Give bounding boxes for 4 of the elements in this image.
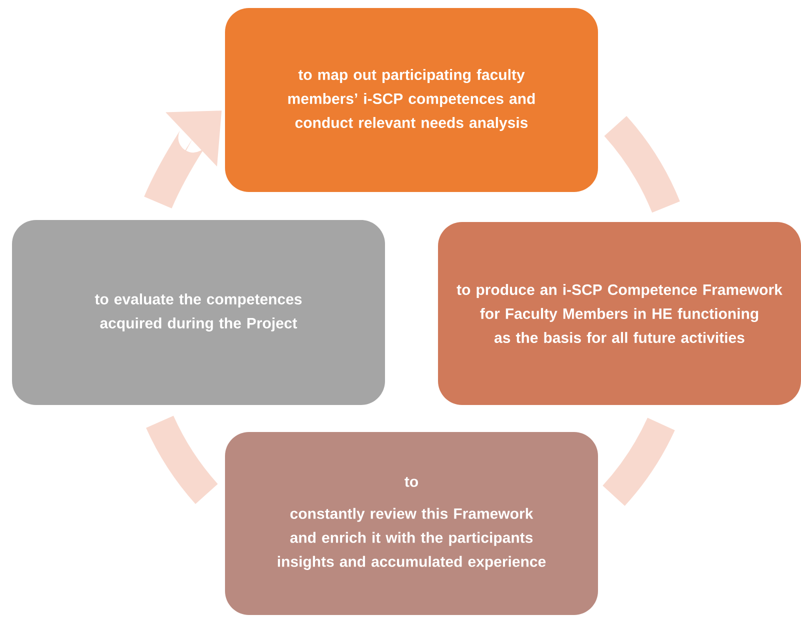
process-box: to produce an i-SCP Competence Framework for Faculty Members in HE functioning as the basis for all future activities bbox=[438, 222, 801, 405]
process-box: to evaluate the competences acquired during the Project bbox=[12, 220, 385, 405]
process-box: to constantly review this Framework and enrich it with the participants insights and accumulated experience bbox=[225, 432, 598, 615]
process-box: to map out participating faculty members’ i-SCP competences and conduct relevant needs analysis bbox=[225, 8, 598, 192]
